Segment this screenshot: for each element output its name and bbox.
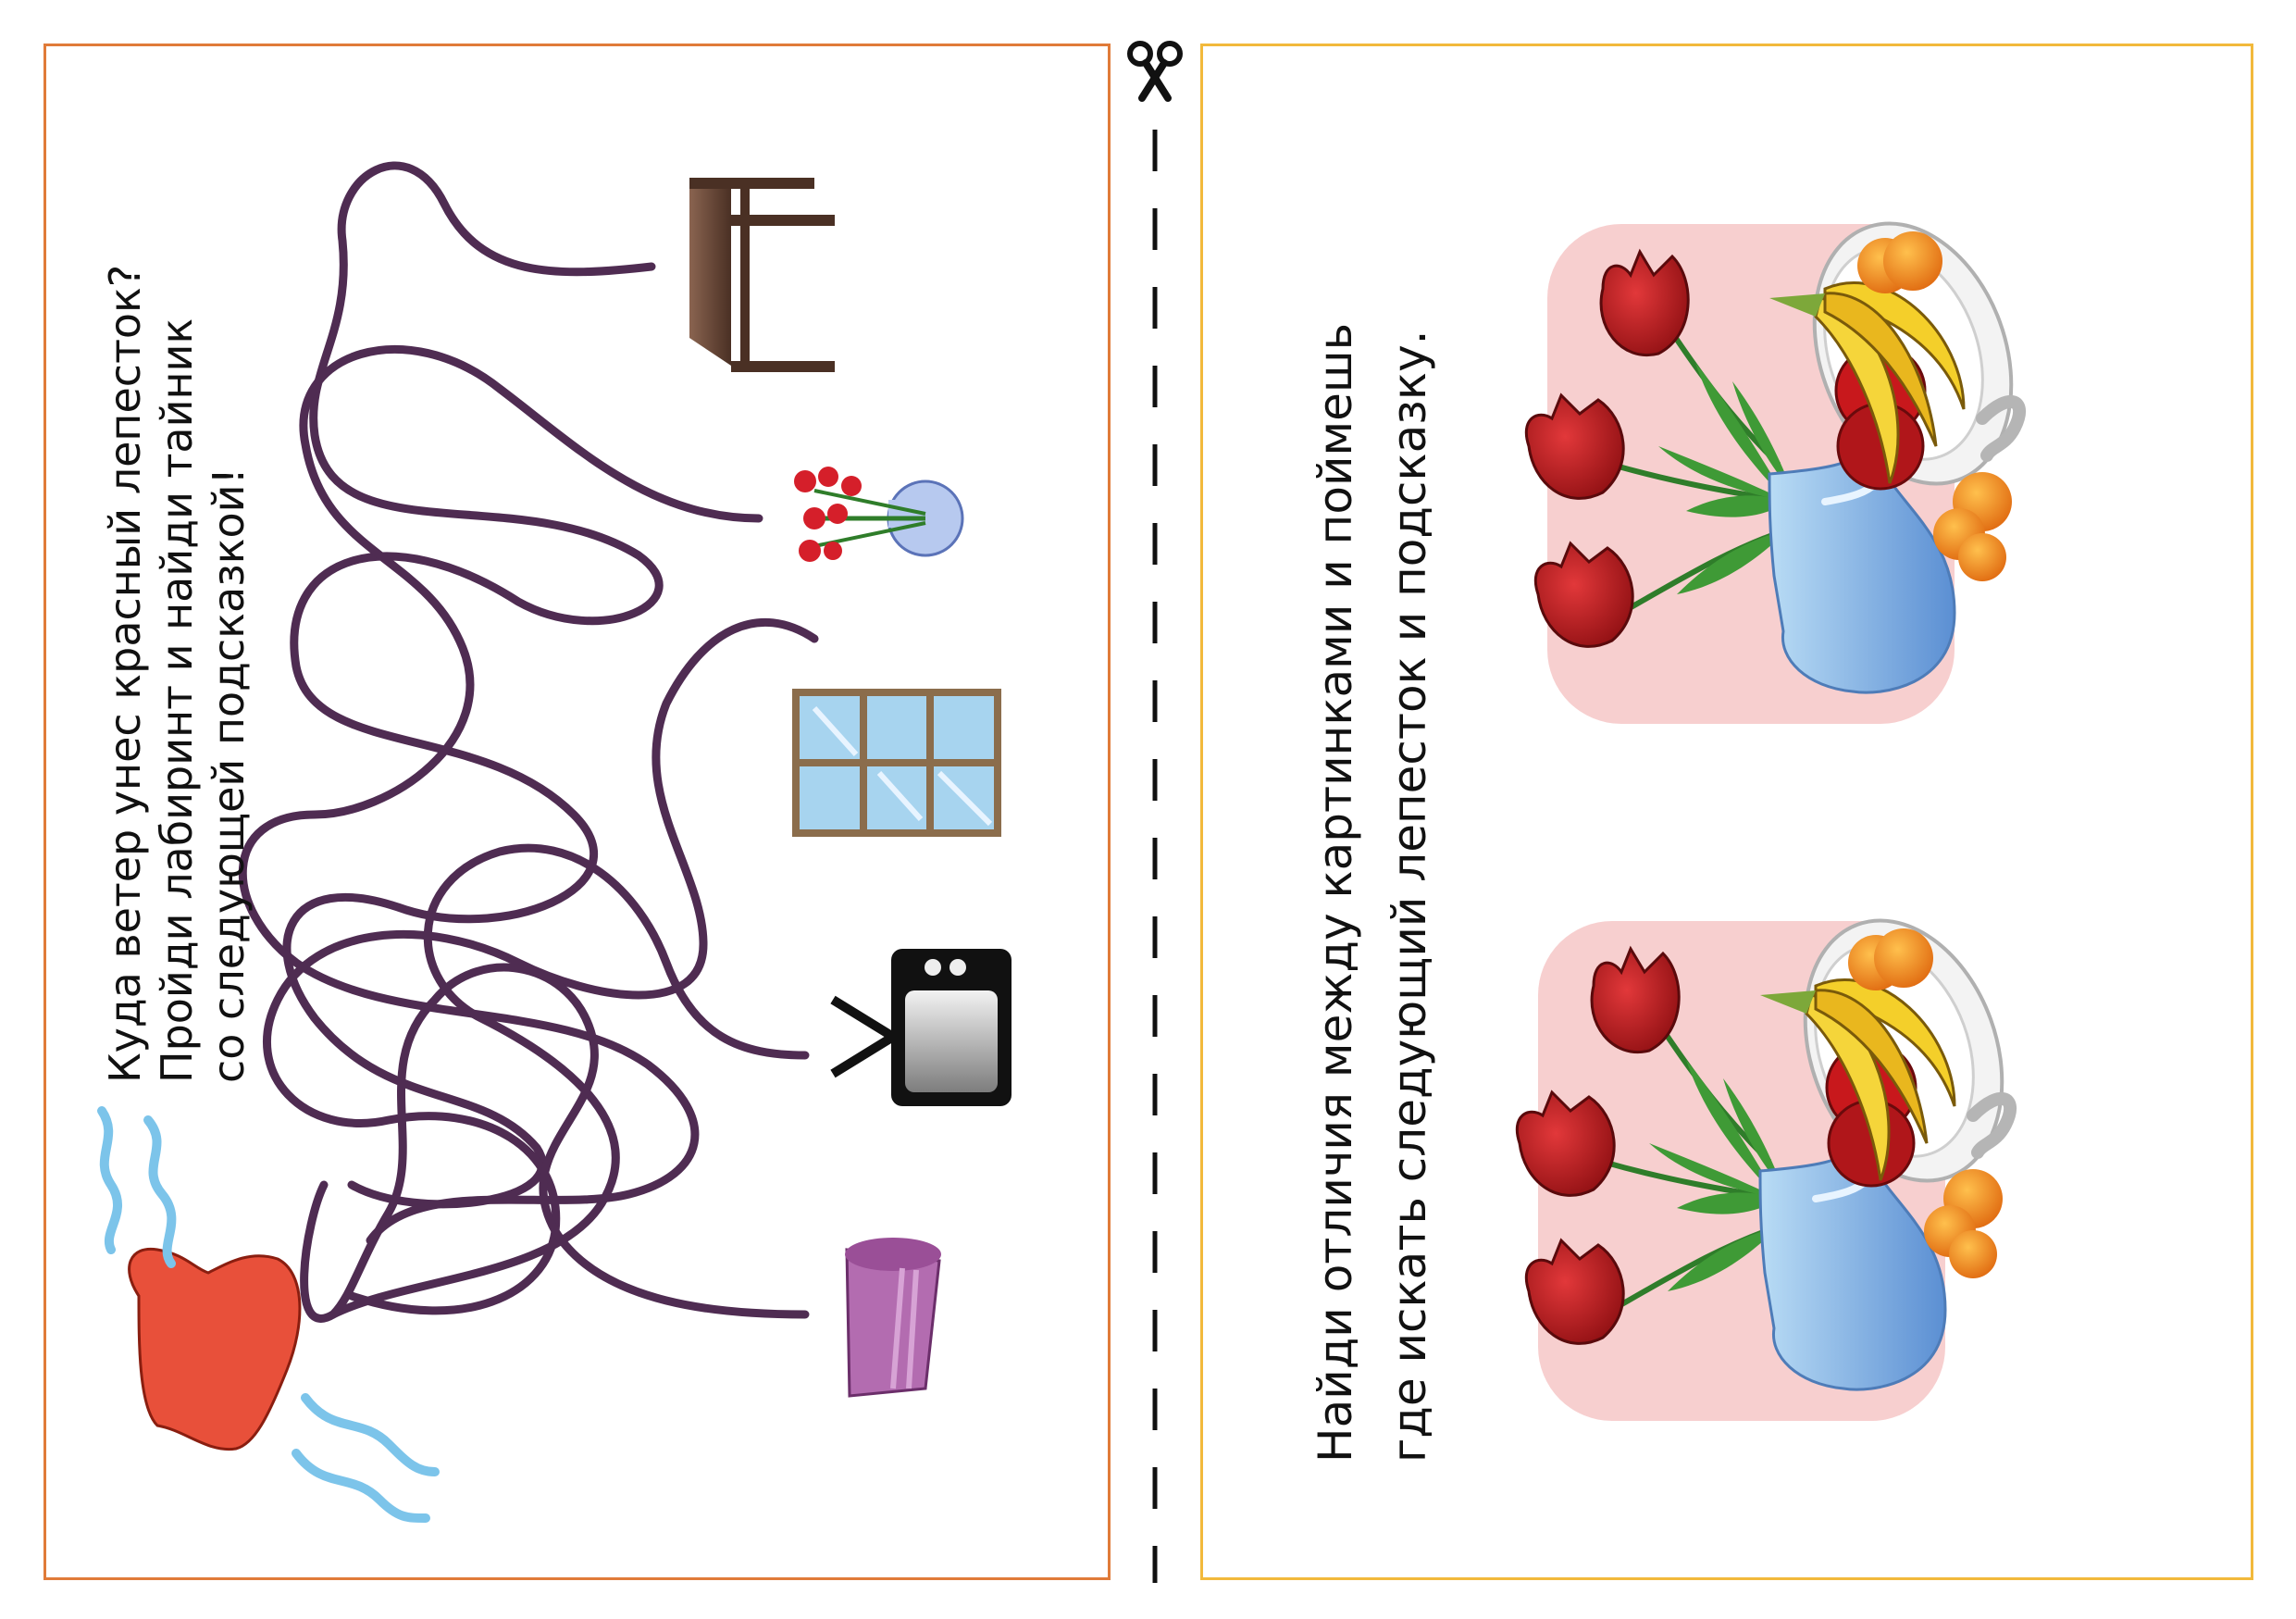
difference-instruction-line: Найди отличия между картинками и поймешь [1309, 322, 1362, 1463]
red-petal-icon [128, 1247, 302, 1451]
wind-lines [97, 1106, 440, 1523]
flower-vase-icon [794, 467, 964, 562]
still-life-top [1526, 196, 2045, 724]
maze-instruction-line: Куда ветер унес красный лепесток? [100, 264, 150, 1083]
pot-icon [845, 1238, 941, 1398]
tv-icon [830, 949, 1011, 1106]
maze-instruction: Куда ветер унес красный лепесток? Пройди… [99, 265, 254, 1083]
still-life-bottom [1517, 893, 2036, 1421]
maze-instruction-line: со следующей подсказкой! [204, 467, 254, 1083]
scissors-icon [1127, 41, 1183, 102]
difference-instruction: Найди отличия между картинками и поймешь… [1298, 323, 1446, 1463]
table-icon [689, 178, 835, 372]
window-icon [792, 689, 1001, 837]
maze-paths [238, 161, 819, 1323]
difference-instruction-line: где искать следующий лепесток и подсказк… [1383, 330, 1436, 1463]
maze-instruction-line: Пройди лабиринт и найди тайник [152, 318, 202, 1083]
